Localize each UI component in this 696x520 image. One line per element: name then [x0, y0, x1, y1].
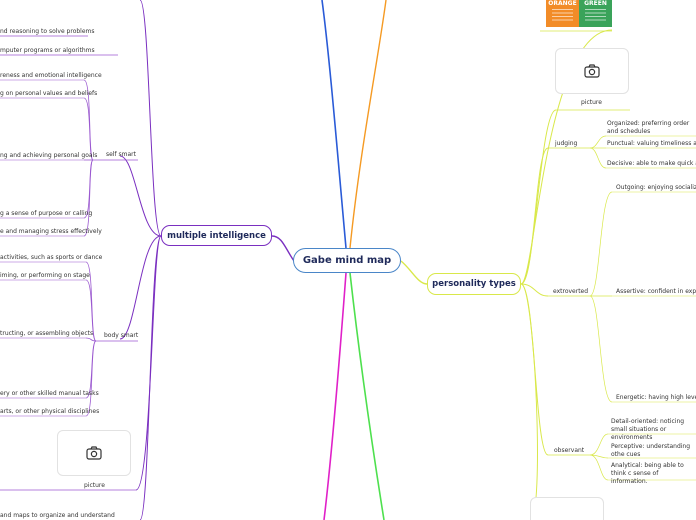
- banner-orange: ORANGE: [546, 0, 579, 27]
- self-smart-label[interactable]: self smart: [106, 151, 136, 158]
- picture-thumbnail-partial[interactable]: [530, 497, 604, 520]
- body-smart-item[interactable]: ery or other skilled manual tasks: [0, 390, 99, 397]
- body-smart-item[interactable]: iming, or performing on stage: [0, 272, 90, 279]
- topic-personality-types[interactable]: personality types: [427, 273, 521, 295]
- mi-bottom-item[interactable]: and maps to organize and understand: [0, 512, 115, 519]
- observant-label[interactable]: observant: [554, 447, 585, 454]
- picture-label: picture: [581, 99, 602, 106]
- body-smart-item[interactable]: tructing, or assembling objects: [0, 330, 94, 337]
- banner-green: GREEN: [579, 0, 612, 27]
- self-smart-item[interactable]: g a sense of purpose or calling: [0, 210, 93, 217]
- central-topic[interactable]: Gabe mind map: [293, 248, 401, 273]
- judging-label[interactable]: judging: [555, 140, 578, 147]
- body-smart-item[interactable]: activities, such as sports or dance: [0, 254, 103, 261]
- picture-label: picture: [84, 482, 105, 489]
- extroverted-label[interactable]: extroverted: [553, 288, 589, 295]
- extroverted-item[interactable]: Energetic: having high levels: [616, 394, 696, 401]
- picture-thumbnail[interactable]: [57, 430, 131, 476]
- topic-multiple-intelligence[interactable]: multiple intelligence: [161, 225, 272, 246]
- observant-item[interactable]: Detail-oriented: noticing small situatio…: [611, 418, 685, 441]
- body-smart-label[interactable]: body smart: [104, 332, 139, 339]
- camera-icon: [86, 446, 102, 460]
- branch-magenta: [323, 272, 347, 520]
- mi-top-item[interactable]: mputer programs or algorithms: [0, 47, 95, 54]
- camera-icon: [584, 64, 600, 78]
- observant-item[interactable]: Analytical: being able to think c sense …: [611, 462, 684, 485]
- observant-item[interactable]: Perceptive: understanding othe cues: [611, 443, 691, 458]
- branch-green: [349, 272, 385, 520]
- branch-to-mi: [271, 235, 295, 262]
- body-smart-item[interactable]: arts, or other physical disciplines: [0, 408, 100, 415]
- judging-item[interactable]: Organized: preferring order and schedule…: [607, 120, 690, 135]
- self-smart-item[interactable]: g on personal values and beliefs: [0, 90, 98, 97]
- branch-blue: [321, 0, 347, 249]
- self-smart-item[interactable]: e and managing stress effectively: [0, 228, 102, 235]
- self-smart-item[interactable]: reness and emotional intelligence: [0, 72, 102, 79]
- picture-thumbnail[interactable]: [555, 48, 629, 94]
- extroverted-item[interactable]: Outgoing: enjoying socializing: [616, 184, 696, 191]
- extroverted-item[interactable]: Assertive: confident in expre: [616, 288, 696, 295]
- self-smart-item[interactable]: ng and achieving personal goals: [0, 152, 98, 159]
- orange-green-banner-image[interactable]: ORANGE GREEN: [546, 0, 612, 27]
- branch-to-pt: [400, 260, 428, 285]
- mi-top-item[interactable]: nd reasoning to solve problems: [0, 28, 95, 35]
- judging-item[interactable]: Punctual: valuing timeliness and: [607, 140, 696, 147]
- judging-item[interactable]: Decisive: able to make quick and: [607, 160, 696, 167]
- branch-orange: [349, 0, 387, 249]
